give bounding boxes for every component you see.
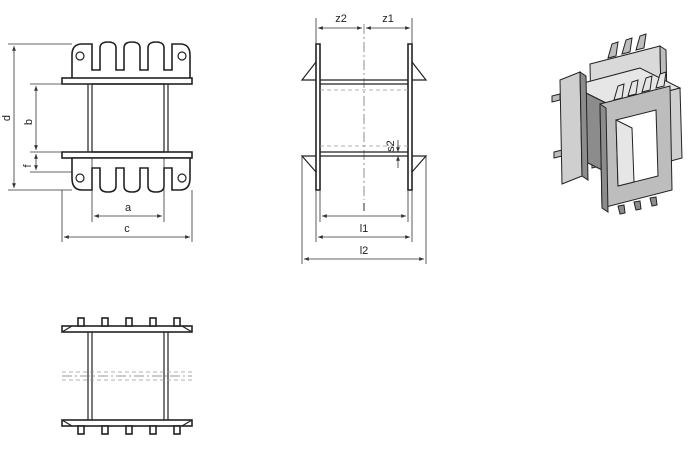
side-left-flange	[315, 43, 321, 191]
iso-front-top-pins	[613, 71, 667, 101]
front-bottom-flange	[71, 157, 191, 193]
iso-left-flange	[559, 71, 583, 185]
front-top-bar	[61, 77, 193, 85]
front-top-flange	[71, 41, 191, 81]
front-core-window	[91, 83, 165, 153]
dim-c-label: c	[124, 223, 130, 235]
top-view-lower-pins	[77, 425, 181, 435]
top-view-lower-bar	[61, 419, 193, 427]
top-view	[61, 317, 193, 435]
dim-l1-label: l1	[360, 223, 369, 235]
front-bottom-right-hole	[177, 173, 187, 183]
top-view-upper-bar	[61, 325, 193, 333]
dim-l-label: l	[363, 202, 365, 214]
dim-f-label: f	[22, 164, 34, 168]
dim-z1-label: z1	[382, 13, 394, 25]
front-top-right-hole	[177, 51, 187, 61]
dim-b-label: b	[23, 119, 35, 125]
side-view: z2 z1 s2 l l1 l2	[300, 13, 428, 264]
side-right-flange	[407, 43, 413, 191]
front-bottom-bar	[61, 151, 193, 159]
dim-d-label: d	[1, 115, 13, 121]
front-top-left-hole	[75, 51, 85, 61]
iso-back-top-pins	[607, 33, 647, 59]
front-view: d b f a c	[1, 41, 193, 242]
dim-z2-label: z2	[335, 13, 347, 25]
iso-front-bottom-pins	[617, 196, 658, 215]
dim-a-label: a	[125, 202, 132, 214]
iso-left-pins	[551, 93, 563, 159]
front-bottom-left-hole	[75, 173, 85, 183]
dim-l2-label: l2	[360, 245, 369, 257]
isometric-view	[551, 33, 683, 215]
dim-s2-label: s2	[385, 140, 397, 152]
top-view-upper-pins	[77, 317, 181, 327]
